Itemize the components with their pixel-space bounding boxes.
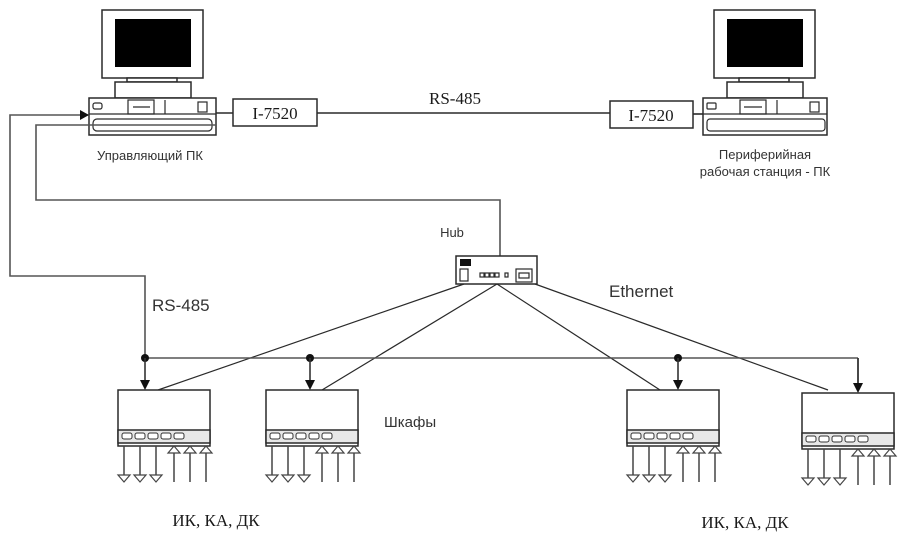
cabinet-2 — [264, 358, 362, 483]
indicator-led — [308, 432, 320, 440]
signals-left-label: ИК, КА, ДК — [172, 511, 260, 530]
indicator-led — [831, 435, 843, 443]
cabinet-4 — [800, 358, 898, 486]
indicator-led — [121, 432, 133, 440]
indicator-led — [282, 432, 294, 440]
control-pc-label: Управляющий ПК — [97, 148, 203, 163]
arrow-down-icon — [140, 380, 150, 390]
cabinet-1 — [116, 358, 214, 483]
input-arrow-icon — [866, 448, 882, 457]
indicator-led — [147, 432, 159, 440]
converter-left-label: I-7520 — [252, 104, 297, 123]
peripheral-pc-label-line1: Периферийная — [719, 147, 811, 162]
ethernet-spokes — [157, 283, 829, 391]
input-arrow-icon — [882, 448, 898, 457]
indicator-led — [173, 432, 185, 440]
indicator-led — [321, 432, 333, 440]
cabinet-3 — [625, 358, 723, 483]
system-unit-icon — [702, 97, 828, 136]
rs485-fieldbus-label: RS-485 — [152, 296, 210, 315]
converter-left: I-7520 — [232, 98, 318, 127]
arrow-down-icon — [853, 383, 863, 393]
control-pc: Управляющий ПК — [88, 9, 217, 163]
arrow-down-icon — [305, 380, 315, 390]
cabinets-label: Шкафы — [384, 414, 436, 431]
input-arrow-icon — [314, 445, 330, 454]
indicator-led — [669, 432, 681, 440]
output-arrow-icon — [148, 474, 164, 483]
input-arrow-icon — [182, 445, 198, 454]
cabinets — [116, 358, 898, 486]
input-arrow-icon — [691, 445, 707, 454]
input-arrow-icon — [850, 448, 866, 457]
input-arrow-icon — [198, 445, 214, 454]
output-arrow-icon — [816, 477, 832, 486]
indicator-led — [134, 432, 146, 440]
indicator-led — [295, 432, 307, 440]
hub-icon — [455, 255, 538, 285]
indicator-led — [682, 432, 694, 440]
monitor-icon — [101, 9, 204, 99]
output-arrow-icon — [657, 474, 673, 483]
input-arrow-icon — [707, 445, 723, 454]
indicator-led — [269, 432, 281, 440]
indicator-led — [643, 432, 655, 440]
output-arrow-icon — [625, 474, 641, 483]
output-arrow-icon — [280, 474, 296, 483]
indicator-led — [818, 435, 830, 443]
peripheral-pc-label-line2: рабочая станция - ПК — [700, 164, 831, 179]
system-unit-icon — [88, 97, 217, 136]
hub-label: Hub — [440, 225, 464, 240]
signals-right-label: ИК, КА, ДК — [701, 513, 789, 532]
output-arrow-icon — [800, 477, 816, 486]
indicator-led — [656, 432, 668, 440]
indicator-led — [160, 432, 172, 440]
input-arrow-icon — [330, 445, 346, 454]
output-arrow-icon — [296, 474, 312, 483]
input-arrow-icon — [166, 445, 182, 454]
indicator-led — [805, 435, 817, 443]
input-arrow-icon — [346, 445, 362, 454]
output-arrow-icon — [641, 474, 657, 483]
peripheral-pc: Периферийная рабочая станция - ПК — [700, 9, 831, 179]
rs485-fieldbus-line — [9, 114, 146, 358]
indicator-led — [857, 435, 869, 443]
output-arrow-icon — [832, 477, 848, 486]
ethernet-label: Ethernet — [609, 282, 674, 301]
input-arrow-icon — [675, 445, 691, 454]
output-arrow-icon — [116, 474, 132, 483]
arrow-into-pc-icon — [80, 110, 89, 120]
monitor-icon — [713, 9, 816, 99]
indicator-led — [844, 435, 856, 443]
indicator-led — [630, 432, 642, 440]
rs485-top-label: RS-485 — [429, 89, 481, 108]
ethernet-pc-to-hub-line — [35, 124, 501, 256]
arrow-down-icon — [673, 380, 683, 390]
converter-right: I-7520 — [609, 100, 694, 129]
output-arrow-icon — [132, 474, 148, 483]
output-arrow-icon — [264, 474, 280, 483]
converter-right-label: I-7520 — [628, 106, 673, 125]
